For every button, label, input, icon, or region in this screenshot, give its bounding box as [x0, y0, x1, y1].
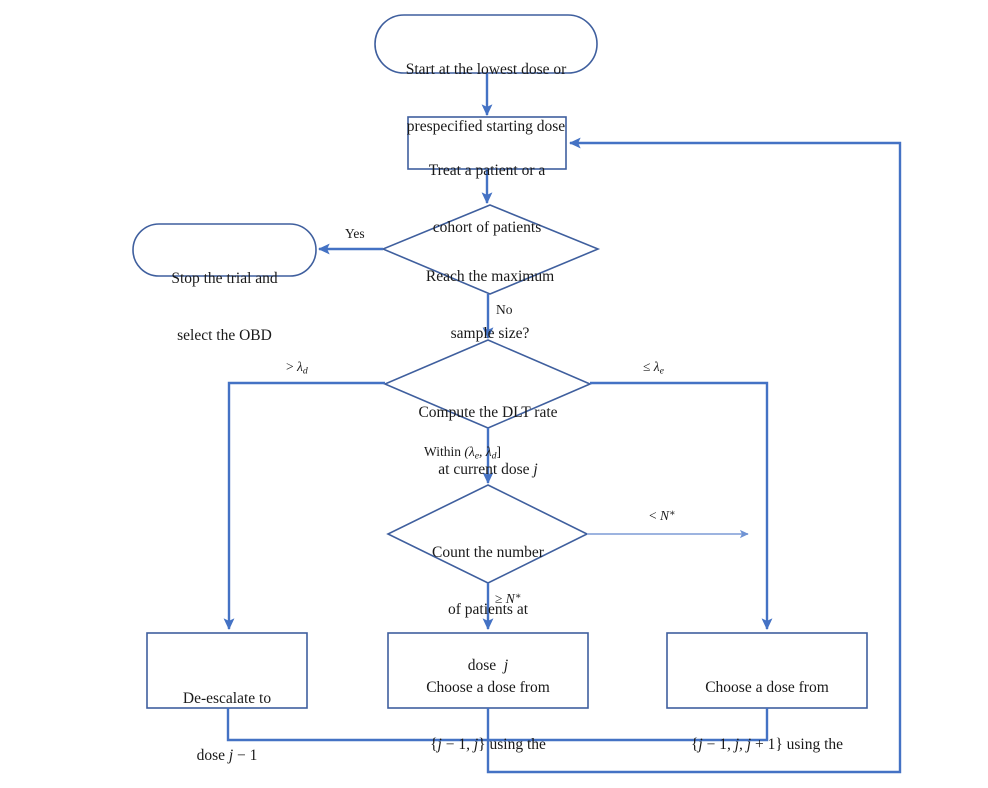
node-shape-de-escalate	[146, 632, 308, 709]
edge-choose-two-to-treat-feedback	[486, 137, 902, 774]
edge-label-no: No	[496, 302, 513, 317]
edge-de-escalate-to-merge-rail	[226, 708, 488, 742]
edge-label-ge-n-star: ≥ N∗	[495, 591, 522, 607]
node-shape-treat	[407, 116, 567, 170]
node-shape-stop-trial	[132, 223, 317, 277]
edge-choose-three-to-merge-rail	[488, 708, 769, 742]
edge-label-gt-lambda-d: > λd	[286, 359, 308, 377]
node-shape-max-sample	[380, 204, 601, 295]
edge-label-yes: Yes	[345, 226, 365, 241]
edge-label-within-interval: Within (λe, λd]	[424, 444, 501, 462]
node-shape-count-patients	[386, 484, 589, 584]
edge-compute-le-lambdae-to-choose-three	[590, 381, 773, 630]
node-shape-choose-two	[387, 632, 589, 709]
edge-label-le-lambda-e: ≤ λe	[643, 359, 664, 377]
edge-label-lt-n-star: < N∗	[649, 508, 676, 524]
node-shape-start	[374, 14, 598, 74]
node-shape-choose-three	[666, 632, 868, 709]
node-shape-compute-dlt	[382, 339, 593, 429]
edge-compute-gt-lambdad-to-de-escalate	[223, 381, 385, 630]
